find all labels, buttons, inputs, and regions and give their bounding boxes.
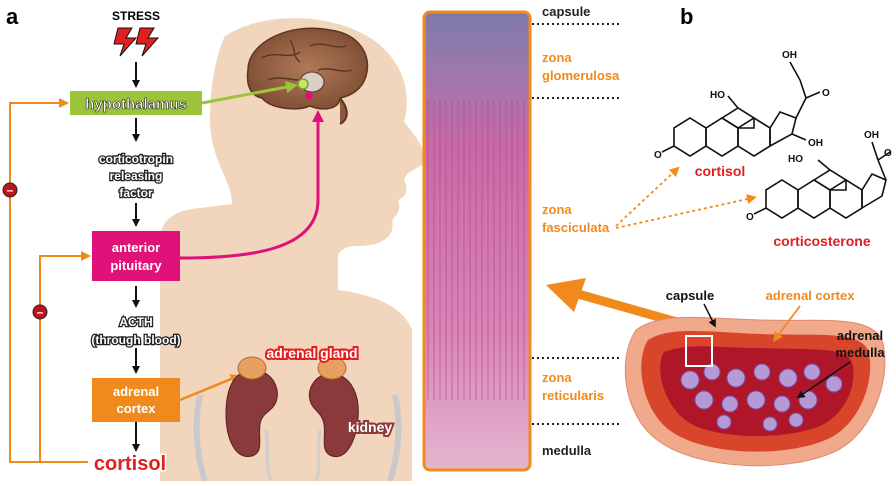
adrenal-cortex-line-1: adrenal: [113, 384, 159, 399]
adrenal-gland-label: adrenal gland: [266, 345, 357, 361]
zone-reticularis-line-1: zona: [542, 370, 572, 385]
crf-line-2: releasing: [110, 169, 163, 183]
panel-label-b: b: [680, 4, 693, 29]
cortisol-molecule-label: cortisol: [695, 163, 746, 179]
zone-fasciculata-line-1: zona: [542, 202, 572, 217]
crf-line-1: corticotropin: [99, 152, 173, 166]
corticosterone-atom-o-ketone: O: [746, 212, 754, 223]
corticosterone-atom-ho: HO: [788, 154, 803, 165]
corticosterone-atom-oh: OH: [864, 130, 879, 141]
inhibition-sign-1-text: –: [7, 183, 14, 197]
cortisol-structure: [662, 62, 820, 156]
cortisol-label: cortisol: [94, 453, 166, 475]
zone-glomerulosa-line-1: zona: [542, 50, 572, 65]
lightning-icon: [114, 28, 158, 56]
inhibition-sign-2-text: –: [37, 305, 44, 319]
cortisol-atom-o-side: O: [822, 88, 830, 99]
crf-label: corticotropin releasing factor: [99, 152, 173, 200]
cortisol-atom-oh-ring: OH: [808, 138, 823, 149]
pituitary-box: [92, 231, 180, 281]
crf-line-3: factor: [119, 186, 153, 200]
zone-reticularis-line-2: reticularis: [542, 388, 604, 403]
inhibition-sign-2: –: [33, 305, 47, 319]
acth-line-2: (through blood): [91, 333, 180, 347]
adrenal-gland-left-icon: [238, 357, 266, 379]
cortisol-atom-oh-top: OH: [782, 50, 797, 61]
pituitary-line-2: pituitary: [110, 258, 162, 273]
cortisol-atom-ho: HO: [710, 90, 725, 101]
pituitary-marker: [305, 92, 313, 100]
section-medulla-line-2: medulla: [835, 345, 885, 360]
hypothalamus-label: hypothalamus: [85, 96, 187, 113]
inhibition-sign-1: –: [3, 183, 17, 197]
hypothalamus-marker: [298, 79, 308, 89]
adrenal-cortex-line-2: cortex: [116, 401, 156, 416]
acth-line-1: ACTH: [119, 315, 152, 329]
cortisol-atoms: O HO OH O OH: [654, 50, 830, 161]
stress-label: STRESS: [112, 9, 160, 23]
negative-feedback-loops: [10, 103, 88, 462]
section-capsule-label: capsule: [666, 288, 714, 303]
section-adrenal-cortex-label: adrenal cortex: [766, 288, 856, 303]
corticosterone-molecule-label: corticosterone: [773, 233, 870, 249]
cortisol-atom-o-ketone: O: [654, 150, 662, 161]
zone-glomerulosa-line-2: glomerulosa: [542, 68, 620, 83]
corticosterone-atom-o-side: O: [884, 148, 892, 159]
zone-capsule-label: capsule: [542, 4, 590, 19]
histology-section: [424, 12, 530, 470]
corticosterone-structure: [754, 142, 890, 218]
pituitary-line-1: anterior: [112, 240, 160, 255]
kidney-label: kidney: [348, 419, 393, 435]
zone-fasciculata-line-2: fasciculata: [542, 220, 610, 235]
zone-medulla-label: medulla: [542, 443, 592, 458]
panel-label-a: a: [6, 4, 19, 29]
section-medulla-line-1: adrenal: [837, 328, 883, 343]
